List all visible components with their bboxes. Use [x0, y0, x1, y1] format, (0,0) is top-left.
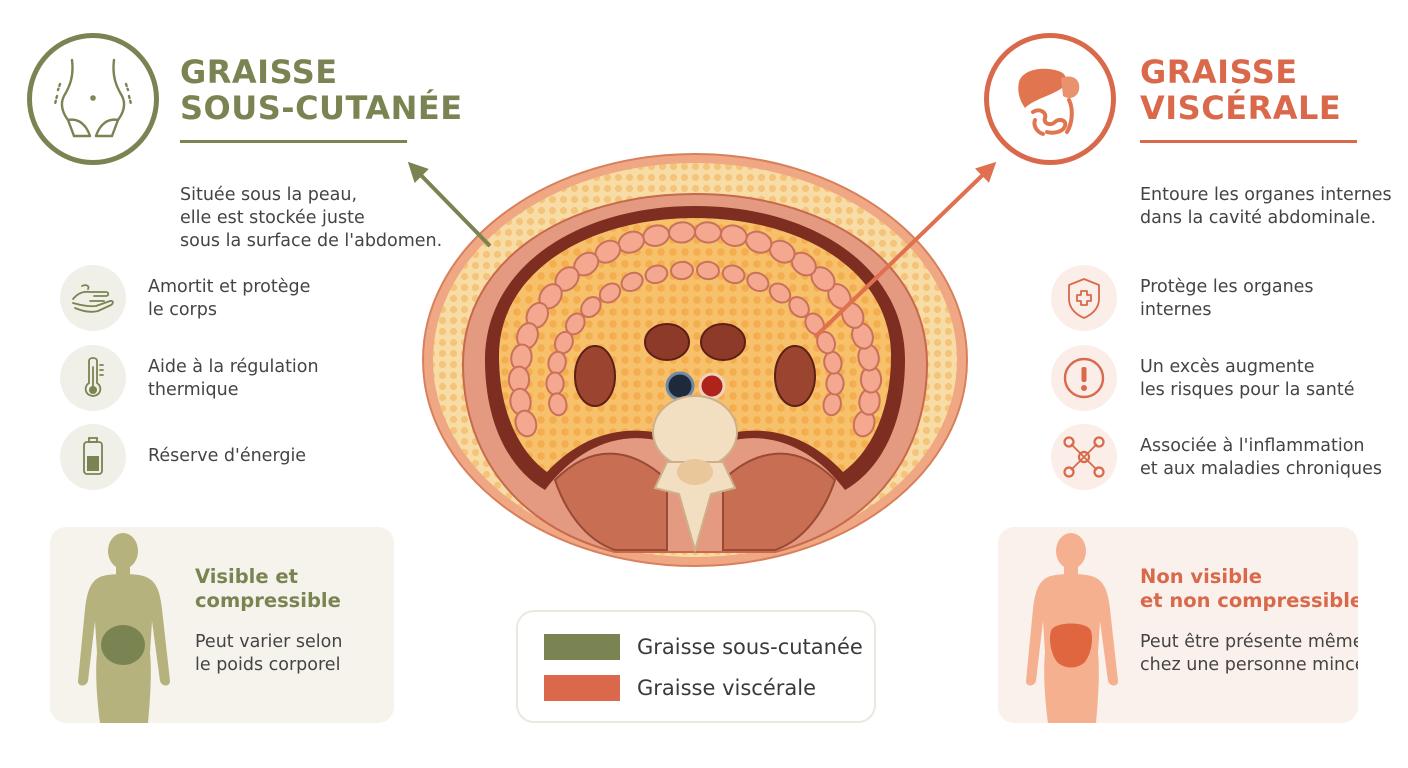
visceral-fat-region: [499, 218, 891, 472]
feature-text: Un excès augmente les risques pour la sa…: [1140, 356, 1355, 402]
description-line: dans la cavité abdominale.: [1140, 208, 1377, 228]
intestine-loop: [721, 264, 746, 285]
card-title-line: Visible et: [195, 565, 298, 588]
intestine-loop: [825, 371, 845, 396]
intestine-loop: [788, 296, 810, 319]
feature-icon-bg: [60, 265, 126, 331]
description-line: Entoure les organes internes: [1140, 185, 1392, 205]
feature-line: thermique: [148, 380, 239, 400]
legend-label: Graisse viscérale: [637, 676, 817, 700]
feature-icon-bg: [60, 424, 126, 490]
feature-text: Réserve d'énergie: [148, 445, 306, 468]
feature-line: Amortit et protège: [148, 277, 311, 297]
intestine-loop: [694, 221, 722, 244]
feature-line: Aide à la régulation: [148, 357, 319, 377]
card-body: Peut être présente même chez une personn…: [1140, 631, 1358, 677]
card-body-line: le poids corporel: [195, 655, 341, 675]
intestine-loop: [668, 221, 696, 244]
body-silhouette-icon: [78, 533, 170, 723]
subcutaneous-divider: [180, 140, 407, 143]
feature-line: les risques pour la santé: [1140, 380, 1355, 400]
intestine-loop: [620, 271, 644, 293]
legend-swatch: [544, 675, 620, 701]
visceral-card: Non visible et non compressible Peut êtr…: [998, 527, 1358, 723]
card-body-line: chez une personne mince: [1140, 655, 1358, 675]
description-line: sous la surface de l'abdomen.: [180, 231, 443, 251]
intestine-loop: [580, 296, 602, 319]
legend: Graisse sous-cutanée Graisse viscérale: [516, 610, 876, 723]
legend-label: Graisse sous-cutanée: [637, 635, 863, 659]
feature-icon-bg: [1051, 265, 1117, 331]
subcutaneous-card: Visible et compressible Peut varier selo…: [50, 527, 394, 723]
shield-icon: [1068, 278, 1100, 319]
intestine-loop: [644, 264, 669, 285]
intestine-loop: [670, 260, 694, 281]
subcutaneous-description: Située sous la peau, elle est stockée ju…: [180, 184, 442, 253]
visceral-badge: [984, 33, 1116, 165]
visceral-title-line2: VISCÉRALE: [1140, 89, 1342, 127]
card-title-line: Non visible: [1140, 565, 1262, 588]
feature-line: Associée à l'inflammation: [1140, 436, 1365, 456]
card-title-line: et non compressible: [1140, 589, 1358, 612]
organ: [700, 323, 746, 361]
aorta: [698, 372, 726, 400]
subcutaneous-badge: [27, 33, 159, 165]
battery-icon: [83, 437, 103, 475]
description-line: elle est stockée juste: [180, 208, 365, 228]
intestine-loop: [548, 392, 568, 417]
subcutaneous-title: GRAISSE SOUS-CUTANÉE: [180, 54, 463, 126]
body-silhouette-icon: [1026, 533, 1118, 723]
feature-line: internes: [1140, 300, 1212, 320]
intestine-loop: [514, 409, 538, 438]
abdominal-cross-section: [422, 153, 968, 567]
legend-swatch: [544, 634, 620, 660]
exclamation-icon: [1063, 357, 1105, 399]
subcutaneous-title-line1: GRAISSE: [180, 53, 338, 91]
vertebra: [652, 395, 738, 554]
visceral-title-line1: GRAISSE: [1140, 53, 1298, 91]
network-icon: [1063, 436, 1105, 478]
visceral-title: GRAISSE VISCÉRALE: [1140, 54, 1341, 126]
card-body-line: Peut être présente même: [1140, 632, 1358, 652]
card-body-line: Peut varier selon: [195, 632, 343, 652]
vena-cava: [665, 371, 695, 401]
intestine-loop: [696, 260, 720, 281]
feature-line: Protège les organes: [1140, 277, 1314, 297]
hand-icon: [72, 284, 114, 313]
intestine-loop: [768, 282, 792, 304]
feature-icon-bg: [1051, 424, 1117, 490]
visceral-divider: [1140, 140, 1357, 143]
feature-text: Aide à la régulation thermique: [148, 356, 319, 402]
kidney: [774, 345, 816, 407]
card-title-line: compressible: [195, 589, 341, 612]
subcutaneous-title-line2: SOUS-CUTANÉE: [180, 89, 463, 127]
feature-line: et aux maladies chroniques: [1140, 459, 1382, 479]
feature-line: Réserve d'énergie: [148, 446, 307, 466]
feature-text: Amortit et protège le corps: [148, 276, 310, 322]
thermometer-icon: [84, 357, 104, 397]
waist-icon: [53, 58, 133, 138]
kidney: [574, 345, 616, 407]
description-line: Située sous la peau,: [180, 185, 358, 205]
card-title: Visible et compressible: [195, 565, 341, 613]
organs-icon: [1018, 68, 1080, 136]
card-body: Peut varier selon le poids corporel: [195, 631, 342, 677]
visceral-description: Entoure les organes internes dans la cav…: [1140, 184, 1392, 230]
organ: [644, 323, 690, 361]
feature-icon-bg: [60, 345, 126, 411]
feature-text: Associée à l'inflammation et aux maladie…: [1140, 435, 1382, 481]
intestine-loop: [746, 271, 770, 293]
intestine-loop: [598, 282, 622, 304]
feature-line: le corps: [148, 300, 217, 320]
feature-icon-bg: [1051, 345, 1117, 411]
card-title: Non visible et non compressible: [1140, 565, 1358, 613]
feature-text: Protège les organes internes: [1140, 276, 1314, 322]
intestine-loop: [545, 371, 565, 396]
feature-line: Un excès augmente: [1140, 357, 1315, 377]
